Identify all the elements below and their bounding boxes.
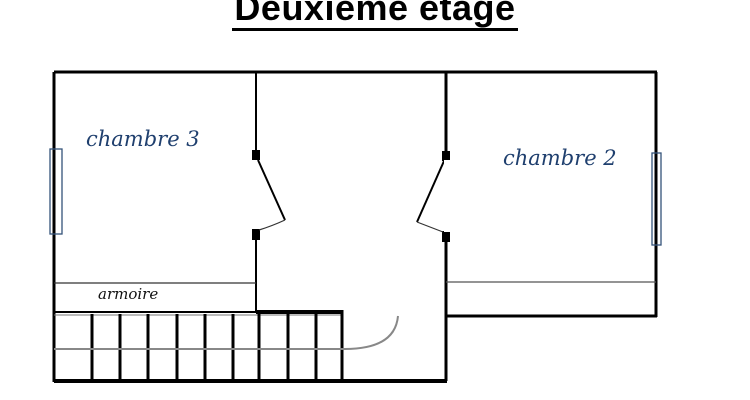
bedroom-2-label: chambre 2 [503, 146, 617, 170]
wardrobe-label: armoire [98, 285, 159, 303]
floor-title-text: Deuxième étage [232, 0, 518, 31]
outer-walls [52, 70, 658, 383]
floor-title: Deuxième étage [0, 0, 750, 31]
stair-direction-arrow [54, 315, 399, 350]
bedroom-3-door [252, 150, 286, 240]
staircase[interactable] [54, 310, 399, 381]
window-left [49, 148, 63, 235]
wardrobe [54, 282, 257, 313]
bedroom-2-door [416, 151, 450, 242]
bedroom-3-label: chambre 3 [86, 127, 200, 151]
window-right [651, 152, 662, 246]
